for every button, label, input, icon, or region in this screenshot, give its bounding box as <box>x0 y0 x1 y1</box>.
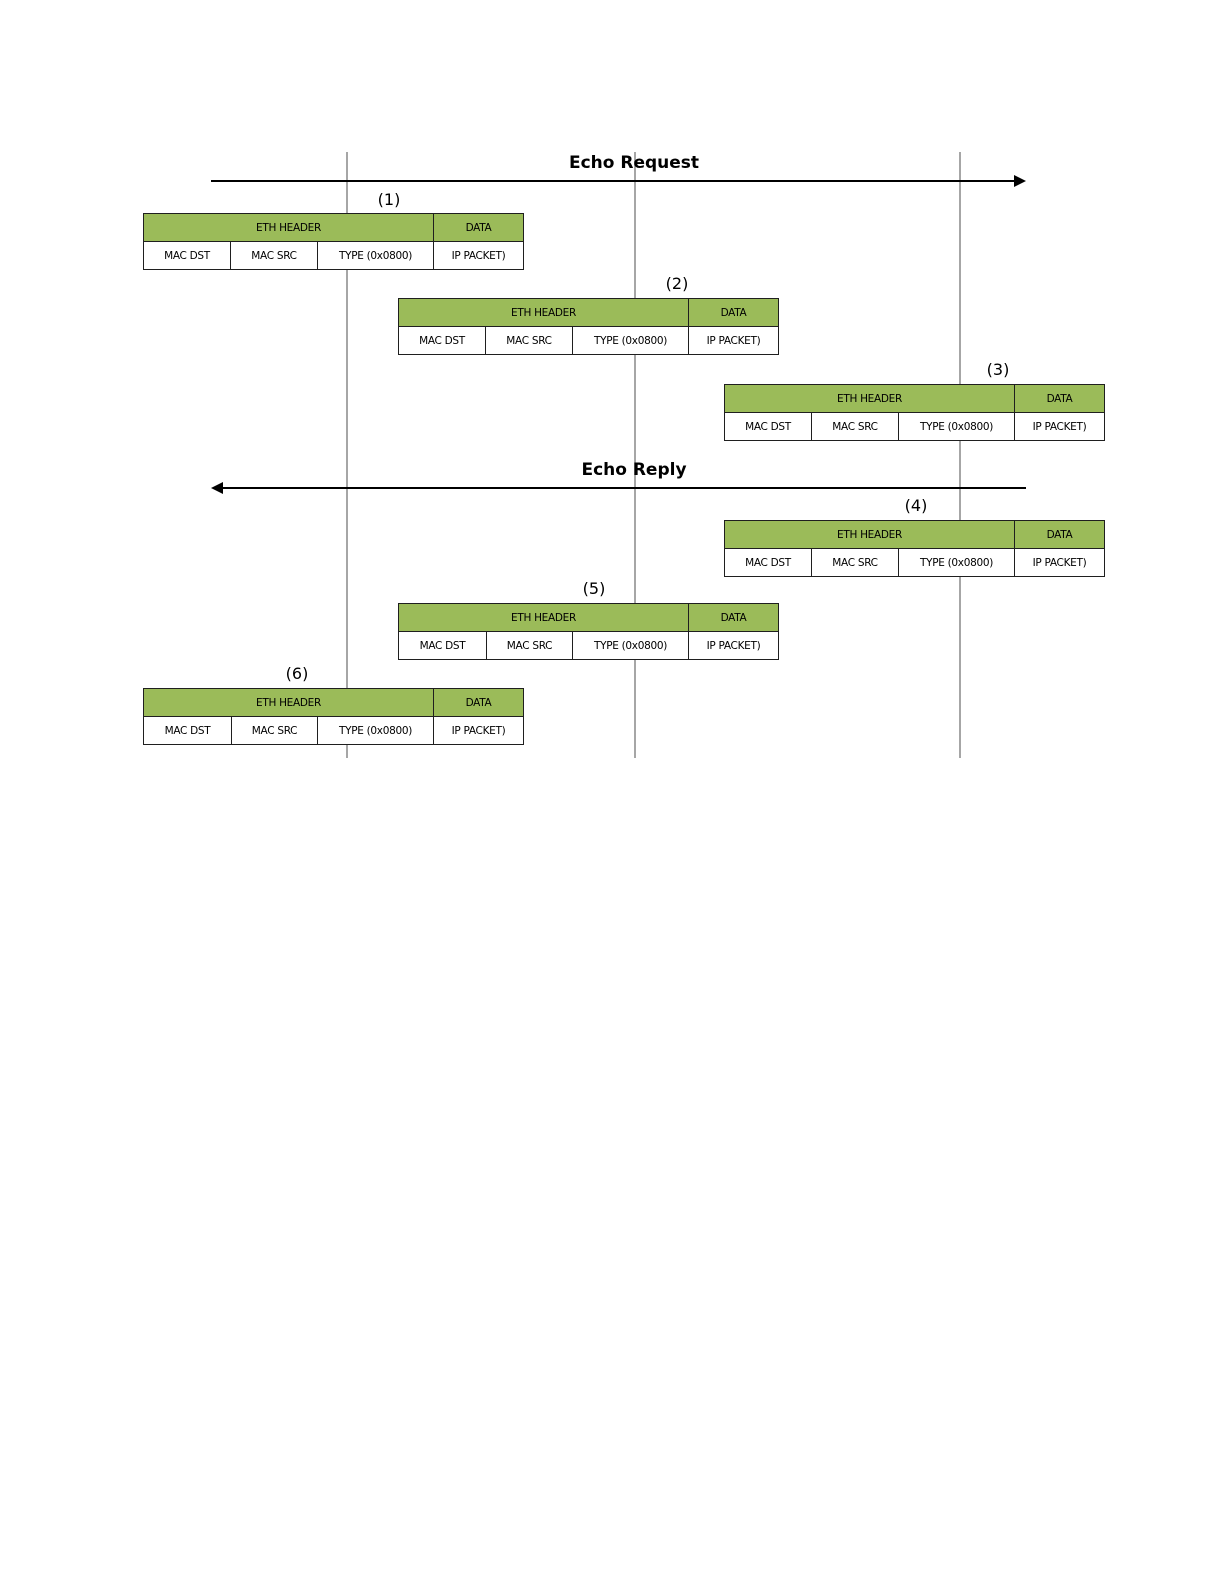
step-label-4: (4) <box>904 496 928 515</box>
mac-src-cell: MAC SRC <box>485 326 573 355</box>
data-cell: DATA <box>688 298 780 327</box>
data-cell: DATA <box>433 213 525 242</box>
type-cell: TYPE (0x0800) <box>316 241 435 270</box>
ip-packet-cell: IP PACKET) <box>433 716 525 745</box>
mac-src-cell: MAC SRC <box>486 631 573 660</box>
data-cell: DATA <box>1014 384 1106 413</box>
mac-dst-cell: MAC DST <box>724 412 812 441</box>
eth-header-cell: ETH HEADER <box>142 688 435 717</box>
mac-dst-cell: MAC DST <box>143 241 231 270</box>
echo-reply-arrow-line <box>222 487 1026 489</box>
lifeline-3 <box>959 152 961 758</box>
type-cell: TYPE (0x0800) <box>571 631 690 660</box>
data-cell: DATA <box>1014 520 1106 549</box>
ip-packet-cell: IP PACKET) <box>1014 548 1106 577</box>
step-label-2: (2) <box>665 274 689 293</box>
echo-request-arrowhead-icon <box>1014 175 1026 187</box>
mac-src-cell: MAC SRC <box>811 548 899 577</box>
ethernet-frame-6: ETH HEADER DATA MAC DST MAC SRC TYPE (0x… <box>142 688 525 745</box>
ip-packet-cell: IP PACKET) <box>1014 412 1106 441</box>
ethernet-frame-5: ETH HEADER DATA MAC DST MAC SRC TYPE (0x… <box>397 603 780 660</box>
step-label-1: (1) <box>377 190 401 209</box>
type-cell: TYPE (0x0800) <box>897 412 1016 441</box>
echo-reply-label: Echo Reply <box>581 460 687 480</box>
eth-header-cell: ETH HEADER <box>723 520 1016 549</box>
echo-request-arrow-line <box>211 180 1015 182</box>
type-cell: TYPE (0x0800) <box>316 716 435 745</box>
data-cell: DATA <box>433 688 525 717</box>
eth-header-cell: ETH HEADER <box>142 213 435 242</box>
eth-header-cell: ETH HEADER <box>397 603 690 632</box>
type-cell: TYPE (0x0800) <box>897 548 1016 577</box>
ethernet-frame-3: ETH HEADER DATA MAC DST MAC SRC TYPE (0x… <box>723 384 1106 441</box>
step-label-5: (5) <box>582 579 606 598</box>
ethernet-frame-2: ETH HEADER DATA MAC DST MAC SRC TYPE (0x… <box>397 298 780 355</box>
mac-dst-cell: MAC DST <box>724 548 812 577</box>
echo-request-label: Echo Request <box>568 153 700 173</box>
data-cell: DATA <box>688 603 780 632</box>
lifeline-2 <box>634 152 636 758</box>
ip-packet-cell: IP PACKET) <box>688 631 780 660</box>
step-label-3: (3) <box>986 360 1010 379</box>
ethernet-frame-4: ETH HEADER DATA MAC DST MAC SRC TYPE (0x… <box>723 520 1106 577</box>
lifeline-1 <box>346 152 348 758</box>
mac-src-cell: MAC SRC <box>231 716 318 745</box>
step-label-6: (6) <box>285 664 309 683</box>
mac-src-cell: MAC SRC <box>230 241 318 270</box>
mac-dst-cell: MAC DST <box>398 631 487 660</box>
eth-header-cell: ETH HEADER <box>397 298 690 327</box>
mac-dst-cell: MAC DST <box>143 716 232 745</box>
ip-packet-cell: IP PACKET) <box>433 241 525 270</box>
mac-src-cell: MAC SRC <box>811 412 899 441</box>
type-cell: TYPE (0x0800) <box>571 326 690 355</box>
echo-reply-arrowhead-icon <box>211 482 223 494</box>
mac-dst-cell: MAC DST <box>398 326 486 355</box>
ip-packet-cell: IP PACKET) <box>688 326 780 355</box>
eth-header-cell: ETH HEADER <box>723 384 1016 413</box>
ethernet-frame-1: ETH HEADER DATA MAC DST MAC SRC TYPE (0x… <box>142 213 525 270</box>
